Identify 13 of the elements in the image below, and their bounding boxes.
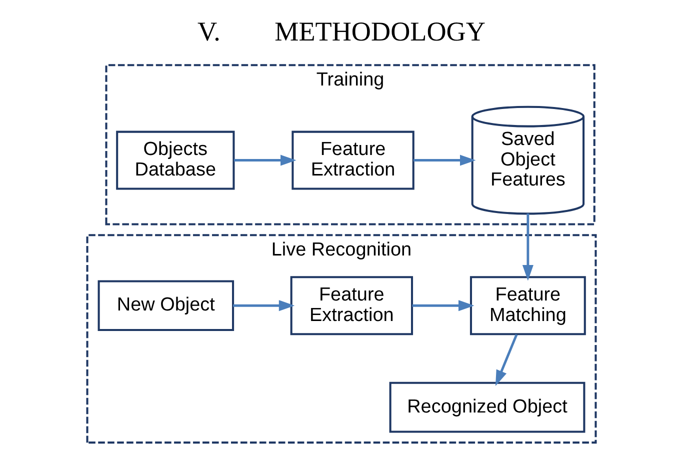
- node-box: Feature Extraction: [292, 130, 414, 190]
- arrow: [233, 300, 295, 312]
- node-box: Feature Matching: [470, 276, 586, 336]
- node-box: Feature Extraction: [290, 276, 414, 336]
- diagram-title: V. METHODOLOGY: [198, 16, 486, 47]
- node-box: New Object: [98, 280, 234, 332]
- arrow: [234, 154, 296, 166]
- arrow: [522, 214, 534, 281]
- arrow: [495, 334, 518, 386]
- arrow: [412, 300, 474, 312]
- node-box: Objects Database: [116, 130, 235, 190]
- node-box: Recognized Object: [389, 382, 586, 433]
- arrow: [414, 154, 476, 166]
